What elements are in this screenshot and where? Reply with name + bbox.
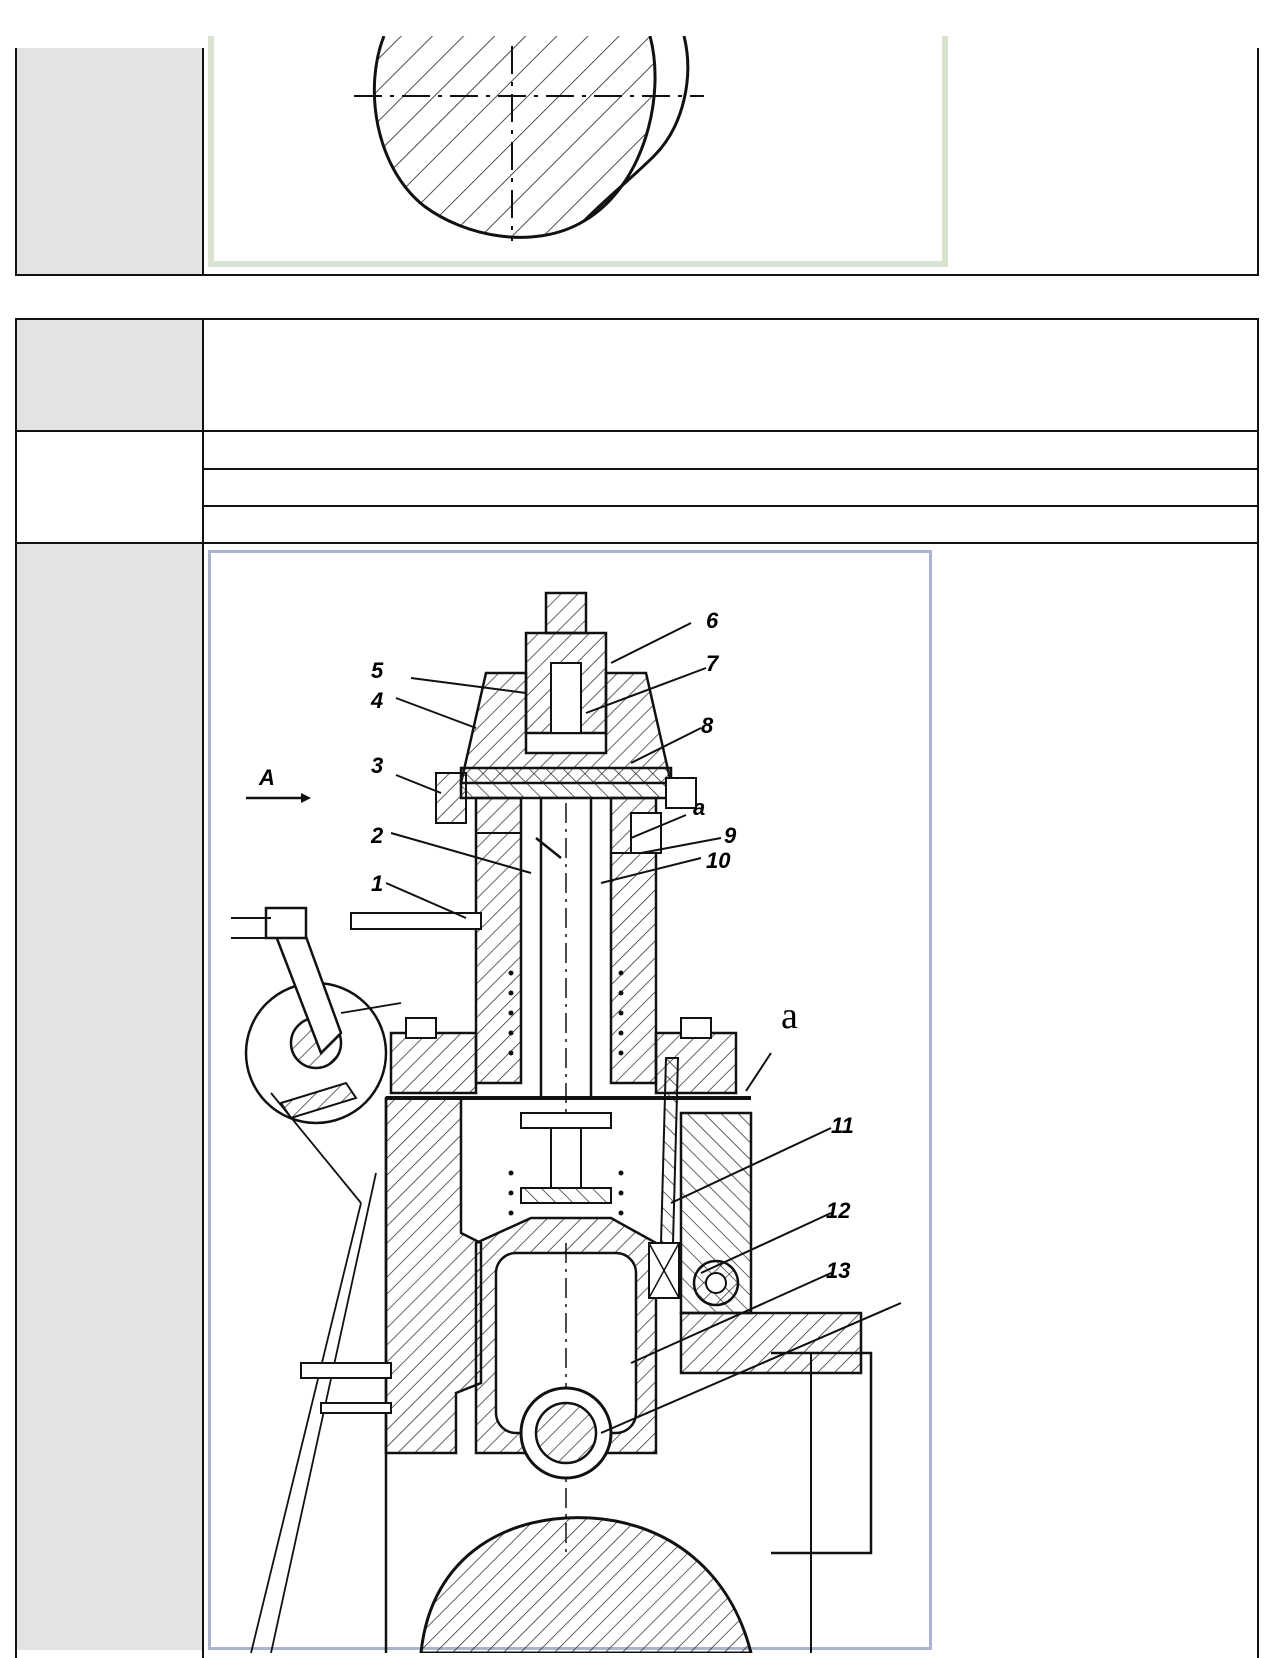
callout-label-4: 4 <box>370 688 383 713</box>
row2-bottom-border <box>15 542 1259 544</box>
callout-label-7: 7 <box>706 651 720 676</box>
flange-bolt-left <box>435 772 467 824</box>
main-table-column-divider <box>202 318 204 1658</box>
callout-label-5: 5 <box>371 658 384 683</box>
top-table-divider <box>202 48 204 276</box>
pump-flange <box>459 766 673 800</box>
engine-block <box>384 1096 483 1455</box>
top-table-left-border <box>15 48 17 276</box>
pump-base-left <box>389 1031 478 1095</box>
row2-label-cell <box>17 432 202 542</box>
point-label-a-small: a <box>693 795 705 820</box>
arrow-label-a: A <box>258 765 275 790</box>
callout-label-8: 8 <box>701 713 714 738</box>
callout-label-10: 10 <box>706 848 731 873</box>
engine-cross-section-figure: 6 5 7 4 8 3 A a 9 2 10 1 a 11 12 13 <box>208 550 932 1655</box>
arrow-a-indicator <box>246 793 311 803</box>
shaft-cross-section-figure <box>208 35 948 267</box>
row1-bottom-border <box>15 430 1259 432</box>
callout-label-9: 9 <box>724 823 737 848</box>
main-table-top-border <box>15 318 1259 320</box>
plunger-spring-dots <box>508 970 624 1216</box>
top-table-bottom-border <box>15 274 1259 276</box>
camshaft-lobe <box>419 1516 753 1655</box>
main-table-right-border <box>1257 318 1259 1658</box>
callout-label-6: 6 <box>706 608 719 633</box>
callout-label-11: 11 <box>831 1113 854 1138</box>
top-table-left-cell <box>17 48 203 274</box>
callout-label-12: 12 <box>826 1198 851 1223</box>
callout-label-2: 2 <box>370 823 384 848</box>
injector-nozzle <box>544 591 588 635</box>
row1-label-cell <box>17 320 202 430</box>
top-table-right-border <box>1257 48 1259 276</box>
link-rod-1 <box>350 912 482 930</box>
engine-cross-section-drawing: 6 5 7 4 8 3 A a 9 2 10 1 a 11 12 13 <box>231 591 902 1655</box>
callout-label-13: 13 <box>826 1258 850 1283</box>
row3-label-cell <box>17 544 202 1650</box>
shaft-cross-section-drawing <box>354 35 704 241</box>
callout-label-1: 1 <box>371 871 383 896</box>
row2-subrow-divider-1 <box>202 468 1259 470</box>
main-table-left-border <box>15 318 17 1658</box>
callout-leader-lines <box>385 622 902 1434</box>
callout-label-3: 3 <box>371 753 383 778</box>
row2-subrow-divider-2 <box>202 505 1259 507</box>
point-label-a-large: a <box>781 995 798 1037</box>
